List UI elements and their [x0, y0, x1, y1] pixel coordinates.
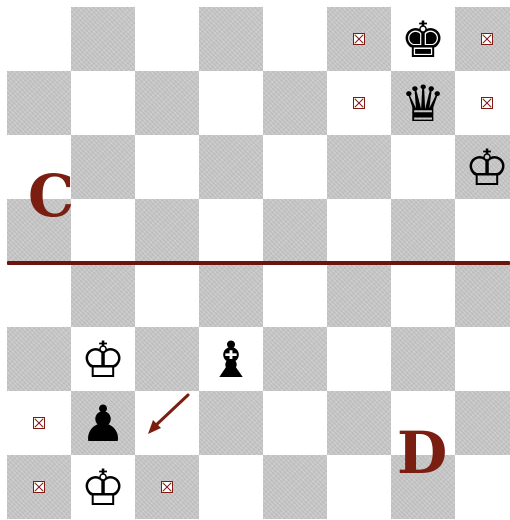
board-square [455, 71, 510, 135]
board-square [71, 391, 135, 455]
board-square [263, 263, 327, 327]
board-square [455, 327, 510, 391]
board-square [199, 455, 263, 519]
board-square [327, 263, 391, 327]
board-square [135, 71, 199, 135]
board-square [71, 7, 135, 71]
board-square [135, 199, 199, 263]
board-square [199, 135, 263, 199]
board-square [455, 7, 510, 71]
board-square [455, 263, 510, 327]
board-square [199, 263, 263, 327]
board-square [199, 71, 263, 135]
board-square [263, 135, 327, 199]
label-c: C [28, 167, 74, 225]
divider-line [7, 261, 510, 265]
board-square [7, 71, 71, 135]
board-square [263, 7, 327, 71]
board-square [135, 455, 199, 519]
board-square [199, 391, 263, 455]
board-square [135, 7, 199, 71]
board-square [263, 391, 327, 455]
board-square [135, 391, 199, 455]
board-square [263, 199, 327, 263]
board-square [199, 199, 263, 263]
board-square [455, 135, 510, 199]
board-square [327, 455, 391, 519]
board-square [71, 455, 135, 519]
board-square [327, 327, 391, 391]
board-square [199, 327, 263, 391]
board-square [71, 135, 135, 199]
board-square [135, 135, 199, 199]
board-square [391, 71, 455, 135]
board-square [7, 455, 71, 519]
board-square [327, 135, 391, 199]
board-square [7, 391, 71, 455]
board-square [71, 199, 135, 263]
board-square [7, 263, 71, 327]
board-square [7, 7, 71, 71]
board-square [391, 135, 455, 199]
board-square [327, 199, 391, 263]
board-square [391, 263, 455, 327]
board-square [71, 327, 135, 391]
board-square [263, 455, 327, 519]
board-square [455, 391, 510, 455]
board-square [391, 7, 455, 71]
board-square [71, 71, 135, 135]
board-square [327, 7, 391, 71]
board-square [135, 263, 199, 327]
board-square [199, 7, 263, 71]
board-square [455, 199, 510, 263]
board-square [263, 71, 327, 135]
board-square [71, 263, 135, 327]
board-square [391, 199, 455, 263]
board-square [455, 455, 510, 519]
board-square [135, 327, 199, 391]
board-square [327, 391, 391, 455]
board-square [391, 327, 455, 391]
board-square [327, 71, 391, 135]
board-square [263, 327, 327, 391]
board-square [7, 327, 71, 391]
label-d: D [397, 424, 447, 482]
